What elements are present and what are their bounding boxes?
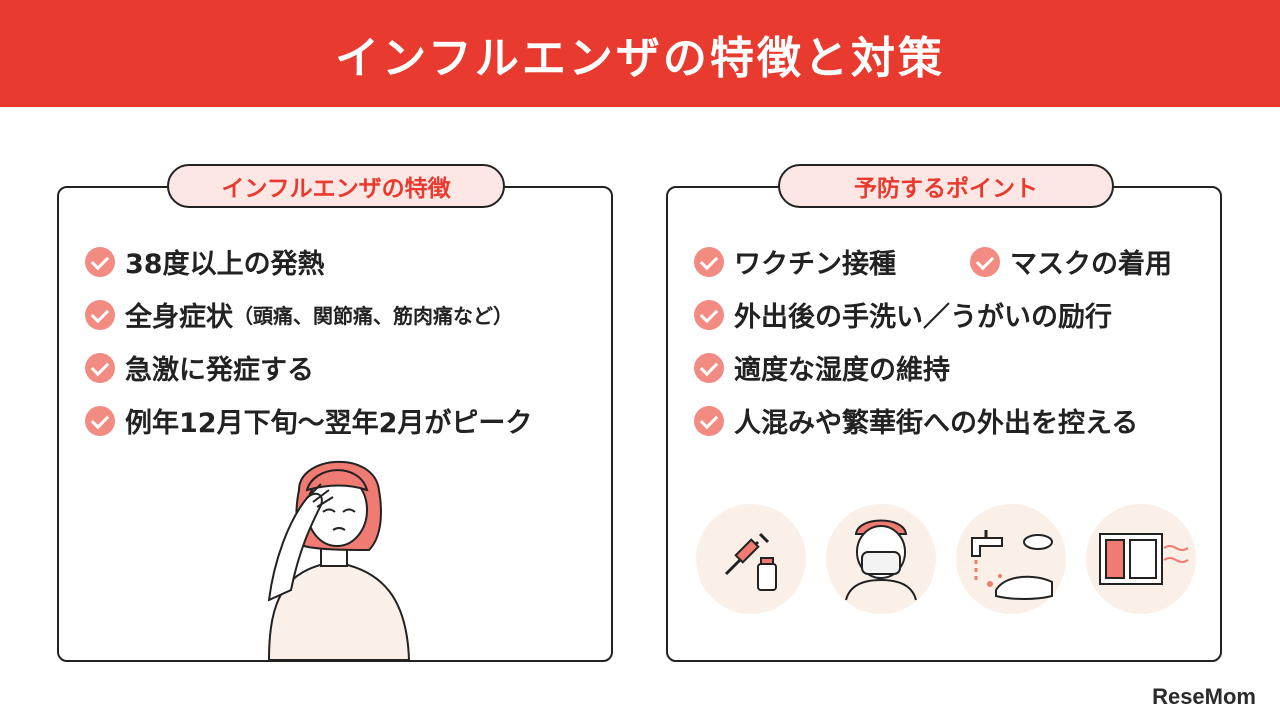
prevention-text: マスクの着用 [1010,249,1172,280]
check-icon [85,246,115,277]
features-panel-title: インフルエンザの特徴 [167,164,505,208]
check-icon [694,405,724,436]
check-icon [970,246,1000,277]
prevention-panel-title: 予防するポイント [778,164,1114,208]
prevention-text: 外出後の手洗い／うがいの励行 [734,302,1112,333]
feature-item: 急激に発症する [85,348,314,387]
feature-text: 全身症状 [125,302,233,333]
check-icon [694,352,724,383]
feature-text: 急激に発症する [125,355,314,386]
feature-text: 38度以上の発熱 [125,249,325,280]
feature-note: （頭痛、関節痛、筋肉痛など） [233,304,513,328]
check-icon [694,246,724,277]
feature-item: 38度以上の発熱 [85,242,325,281]
prevention-text: ワクチン接種 [734,249,896,280]
prevention-item: 外出後の手洗い／うがいの励行 [694,295,1112,334]
prevention-text: 適度な湿度の維持 [734,355,950,386]
prevention-item: マスクの着用 [970,242,1172,281]
prevention-item: 適度な湿度の維持 [694,348,950,387]
feature-item: 全身症状 （頭痛、関節痛、筋肉痛など） [85,295,513,334]
resemom-logo: ReseMom [1152,684,1256,709]
page-title: インフルエンザの特徴と対策 [335,32,945,84]
feature-text: 例年12月下旬〜翌年2月がピーク [125,408,533,439]
headache-woman-illustration [267,460,411,660]
check-icon [694,299,724,330]
prevention-item: 人混みや繁華街への外出を控える [694,401,1138,440]
check-icon [85,405,115,436]
handwash-icon [956,504,1066,614]
check-icon [85,299,115,330]
header-bar: インフルエンザの特徴と対策 [0,0,1280,107]
features-panel: インフルエンザの特徴 38度以上の発熱 全身症状 （頭痛、関節痛、筋肉痛など） … [57,164,613,662]
prevention-text: 人混みや繁華街への外出を控える [734,408,1139,439]
prevention-item: ワクチン接種 [694,242,896,281]
vaccine-icon [696,504,806,614]
prevention-panel: 予防するポイント ワクチン接種 マスクの着用 外出後の手洗い／うがいの励行 適度… [666,164,1222,662]
ventilation-icon [1086,504,1196,614]
check-icon [85,352,115,383]
mask-icon [826,504,936,614]
feature-item: 例年12月下旬〜翌年2月がピーク [85,401,532,440]
